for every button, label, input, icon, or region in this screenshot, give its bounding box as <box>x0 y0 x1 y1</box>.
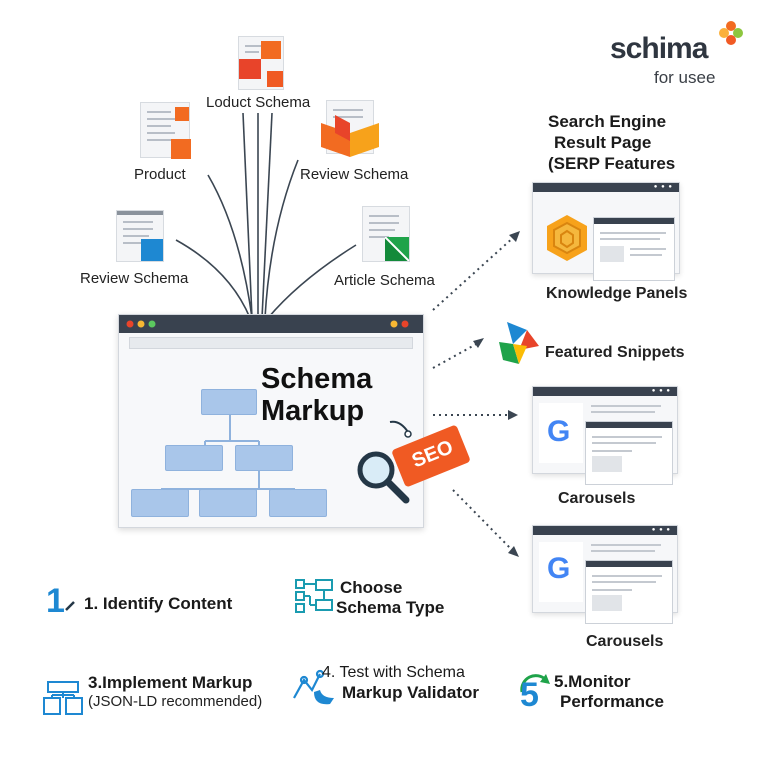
window-controls-icon <box>126 320 156 328</box>
step-3-line2: (JSON-LD recommended) <box>88 693 263 710</box>
tree-node-leaf-3 <box>269 489 327 517</box>
knowledge-cube-icon <box>547 215 587 261</box>
magnifier-icon <box>357 451 410 504</box>
tree-node-leaf-1 <box>131 489 189 517</box>
serp-heading: Search Engine Result Page (SERP Features <box>548 111 676 174</box>
serp-heading-line2: Result Page <box>554 133 652 152</box>
schema-title-line1: Schema <box>261 363 373 395</box>
knowledge-panels-label: Knowledge Panels <box>546 285 688 302</box>
step-3-line1: 3.Implement Markup <box>88 673 253 692</box>
cycle-icon <box>520 674 550 693</box>
carousel-card-1b <box>585 421 673 485</box>
tree-node-mid-right <box>235 445 293 471</box>
carousel-window-2: ● ● ● G <box>532 525 678 624</box>
step-5-number-icon: 5 <box>520 676 539 714</box>
brand-logo: schima for usee <box>610 21 750 90</box>
step-3: 3.Implement Markup (JSON-LD recommended) <box>88 673 262 711</box>
google-g-icon: G <box>547 415 571 448</box>
validator-icon <box>293 669 334 705</box>
schema-markup-window: Schema Markup <box>118 314 424 528</box>
carousels-label-2: Carousels <box>586 633 664 650</box>
carousel-card-2b <box>585 560 673 624</box>
product-label: Product <box>134 166 186 183</box>
seo-tag-label: SEO <box>408 436 457 473</box>
featured-snippets-icon <box>499 322 539 364</box>
step-4-line1: 4. Test with Schema <box>322 664 465 681</box>
step-4-line2: Markup Validator <box>342 683 479 702</box>
flower-icon <box>719 21 743 45</box>
step-2-line1: Choose <box>340 578 403 597</box>
tree-node-root <box>201 389 257 415</box>
google-g-icon-2: G <box>547 552 571 585</box>
tree-node-mid-left <box>165 445 223 471</box>
carousels-label-1: Carousels <box>558 490 636 507</box>
tree-node-leaf-2 <box>199 489 257 517</box>
implement-markup-icon <box>43 681 83 715</box>
tag-string-icon <box>389 420 412 438</box>
review-schema-label-right: Review Schema <box>300 166 409 183</box>
step-2: Choose Schema Type <box>336 578 444 618</box>
serp-heading-line3: (SERP Features <box>548 154 676 173</box>
serp-heading-line1: Search Engine <box>548 112 667 131</box>
article-schema-doc-icon <box>362 206 410 262</box>
brand-name: schima <box>610 32 708 65</box>
step-2-line2: Schema Type <box>336 598 445 617</box>
product-doc-icon <box>140 102 191 159</box>
step-4: 4. Test with Schema Markup Validator <box>322 663 479 703</box>
step-5-line1: 5.Monitor <box>554 672 631 691</box>
step-1-number-icon: 1 <box>46 582 65 620</box>
brand-tagline: for usee <box>654 68 716 87</box>
step-5-line2: Performance <box>560 692 664 711</box>
loduct-schema-label: Loduct Schema <box>206 94 311 111</box>
carousel-window-1: ● ● ● G <box>532 386 678 485</box>
loduct-schema-doc-icon <box>238 36 284 90</box>
featured-snippets-label: Featured Snippets <box>545 344 685 361</box>
review-schema-label-left: Review Schema <box>80 270 189 287</box>
review-schema-doc-icon-right <box>321 100 379 157</box>
pencil-icon <box>65 601 75 611</box>
schema-type-icon <box>295 579 333 613</box>
window-controls-icon-right <box>390 320 409 328</box>
carousel-card-1a: G <box>539 403 583 463</box>
step-1-label: 1. Identify Content <box>84 594 233 613</box>
article-schema-label: Article Schema <box>334 272 435 289</box>
review-schema-doc-icon-left <box>116 210 164 262</box>
knowledge-panel-window: ● ● ● <box>532 182 680 281</box>
schema-title-line2: Markup <box>261 395 365 427</box>
carousel-card-2a: G <box>539 542 583 602</box>
knowledge-panel-card <box>593 217 675 281</box>
